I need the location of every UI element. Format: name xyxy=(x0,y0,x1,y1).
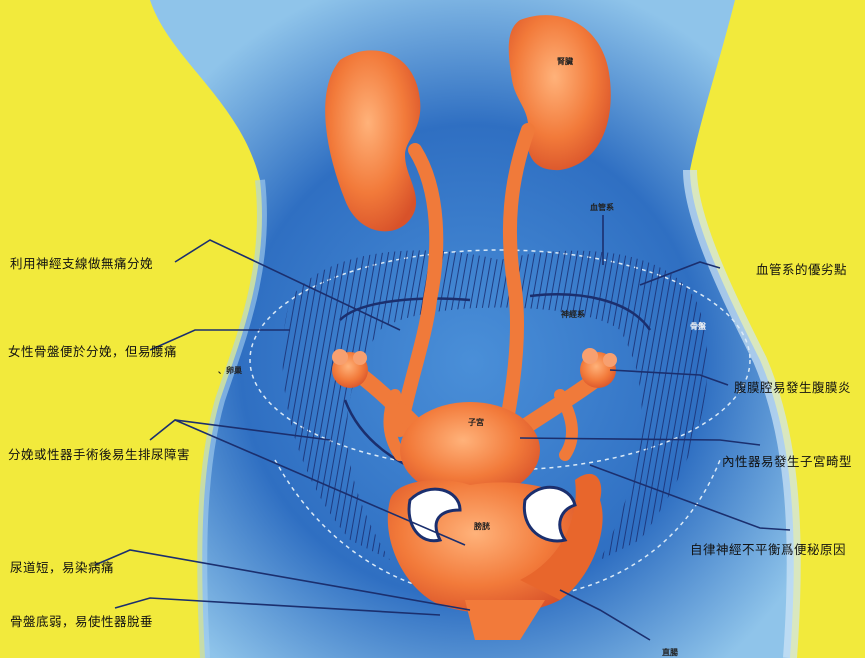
organ-label-kidney: 腎臟 xyxy=(557,57,573,66)
organ-label-nervous-system: 神經系 xyxy=(561,310,585,319)
organ-label-bladder: 膀胱 xyxy=(474,522,490,531)
annotation-painless-childbirth: 利用神經支線做無痛分娩 xyxy=(10,256,153,271)
organ-label-vascular-system: 血管系 xyxy=(590,203,614,212)
organ-label-ovary: 、卵巢 xyxy=(218,366,242,375)
annotation-pelvic-floor: 骨盤底弱，易使性器脫垂 xyxy=(10,614,153,629)
organ-label-rectum: 直腸 xyxy=(662,648,678,657)
annotation-vascular-advantage: 血管系的優劣點 xyxy=(756,262,847,277)
annotation-uterus-malformation: 內性器易發生子宮畸型 xyxy=(722,454,852,469)
annotation-urination-disorder: 分娩或性器手術後易生排尿障害 xyxy=(8,447,190,462)
annotation-autonomic-constipation: 自律神經不平衡爲便秘原因 xyxy=(690,542,846,557)
organ-label-bone: 骨盤 xyxy=(690,322,706,331)
annotation-pelvis-childbirth: 女性骨盤便於分娩，但易腰痛 xyxy=(8,344,177,359)
annotation-peritonitis: 腹膜腔易發生腹膜炎 xyxy=(734,380,851,395)
annotation-short-urethra: 尿道短，易染病痛 xyxy=(10,560,114,575)
organ-label-uterus: 子宮 xyxy=(468,418,484,427)
